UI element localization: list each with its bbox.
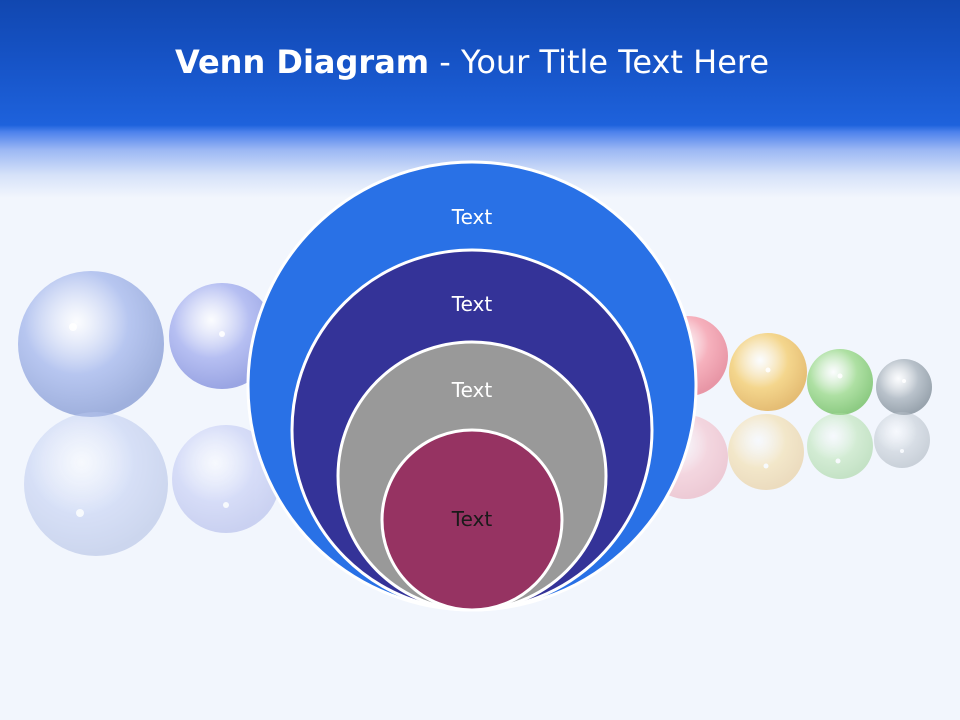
slide-title-bold: Venn Diagram — [174, 43, 430, 81]
sphere-highlight — [219, 331, 225, 337]
sphere-highlight — [902, 379, 906, 383]
sphere-reflection-highlight — [835, 458, 841, 464]
sphere-highlight — [765, 367, 771, 373]
slide-title: Venn Diagram - Your Title Text Here — [0, 40, 944, 84]
inner-circle — [380, 428, 564, 612]
outer-circle-label: Text — [451, 205, 493, 229]
sphere-highlight — [69, 323, 77, 331]
sphere-reflection-highlight — [223, 502, 229, 508]
sphere-reflection — [172, 425, 280, 533]
inner-circle-label: Text — [451, 507, 493, 531]
sphere-reflection — [728, 414, 804, 490]
sphere-reflection — [874, 412, 930, 468]
slide-title-rest: - Your Title Text Here — [429, 43, 770, 81]
sphere-reflection-highlight — [900, 449, 904, 453]
sphere — [807, 349, 873, 415]
third-circle-label: Text — [451, 378, 493, 402]
sphere-reflection — [807, 413, 873, 479]
sphere-reflection — [24, 412, 168, 556]
sphere-highlight — [837, 373, 843, 379]
sphere-reflection-highlight — [76, 509, 84, 517]
sphere-reflection-highlight — [763, 463, 769, 469]
second-circle-label: Text — [451, 292, 493, 316]
sphere-reflections — [24, 412, 930, 556]
sphere — [876, 359, 932, 415]
sphere — [18, 271, 164, 417]
